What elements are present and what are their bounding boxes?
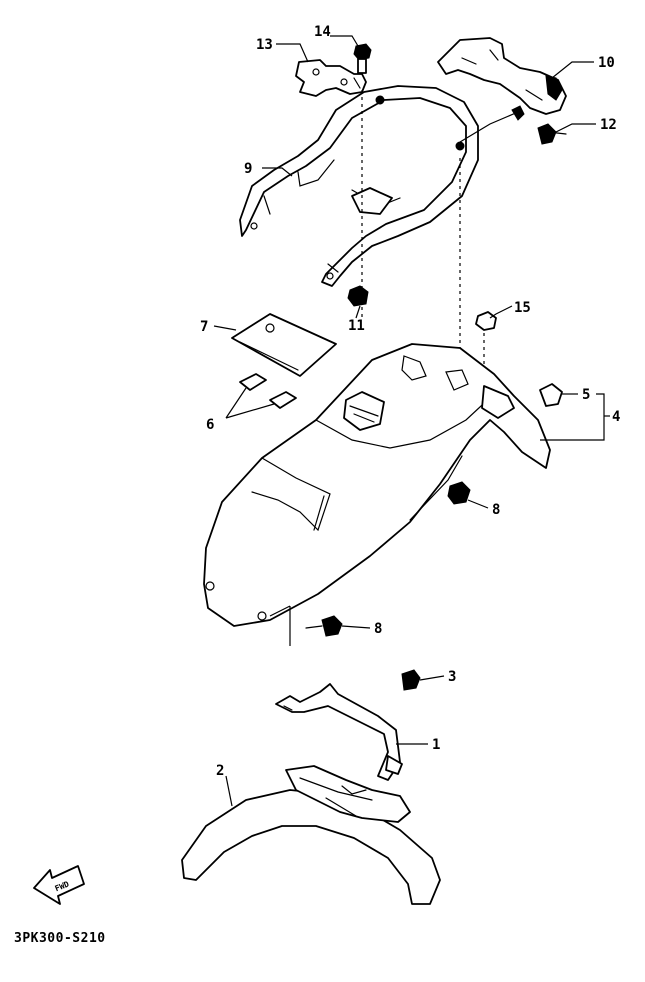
bracket-10 [437,37,567,121]
bolt-11 [347,285,369,307]
bolt-12 [537,123,567,145]
callout-5: 5 [582,387,590,403]
callout-2: 2 [216,763,224,779]
callout-15: 15 [514,300,531,316]
callout-3: 3 [448,669,456,685]
tool-bag-7 [231,313,337,377]
callout-14: 14 [314,24,331,40]
bolt-8-upper [447,481,471,505]
callout-7: 7 [200,319,208,335]
bracket-13 [295,59,367,97]
callout-4: 4 [612,409,620,425]
callout-12: 12 [600,117,617,133]
callout-labels: 14 13 10 12 9 11 15 7 5 4 6 8 8 3 1 2 [200,24,620,779]
callout-10: 10 [598,55,615,71]
callout-11: 11 [348,318,365,334]
nut-15 [475,311,497,331]
callout-8-lower: 8 [374,621,382,637]
leader-lines [213,35,610,807]
bolt-3 [401,669,421,691]
stay-1 [275,683,403,781]
bolt-8-lower [305,615,343,637]
bolt-14 [353,43,372,74]
callout-13: 13 [256,37,273,53]
drawing-code: 3PK300-S210 [14,931,106,946]
callout-8-upper: 8 [492,502,500,518]
forward-arrow-icon: FWD [33,865,85,905]
callout-6: 6 [206,417,214,433]
grab-rail-9 [239,85,479,287]
front-fender-2 [181,765,441,905]
pads-6 [239,373,297,409]
callout-1: 1 [432,737,440,753]
callout-9: 9 [244,161,252,177]
rear-fender-4 [203,343,551,627]
nut-5 [539,383,563,407]
